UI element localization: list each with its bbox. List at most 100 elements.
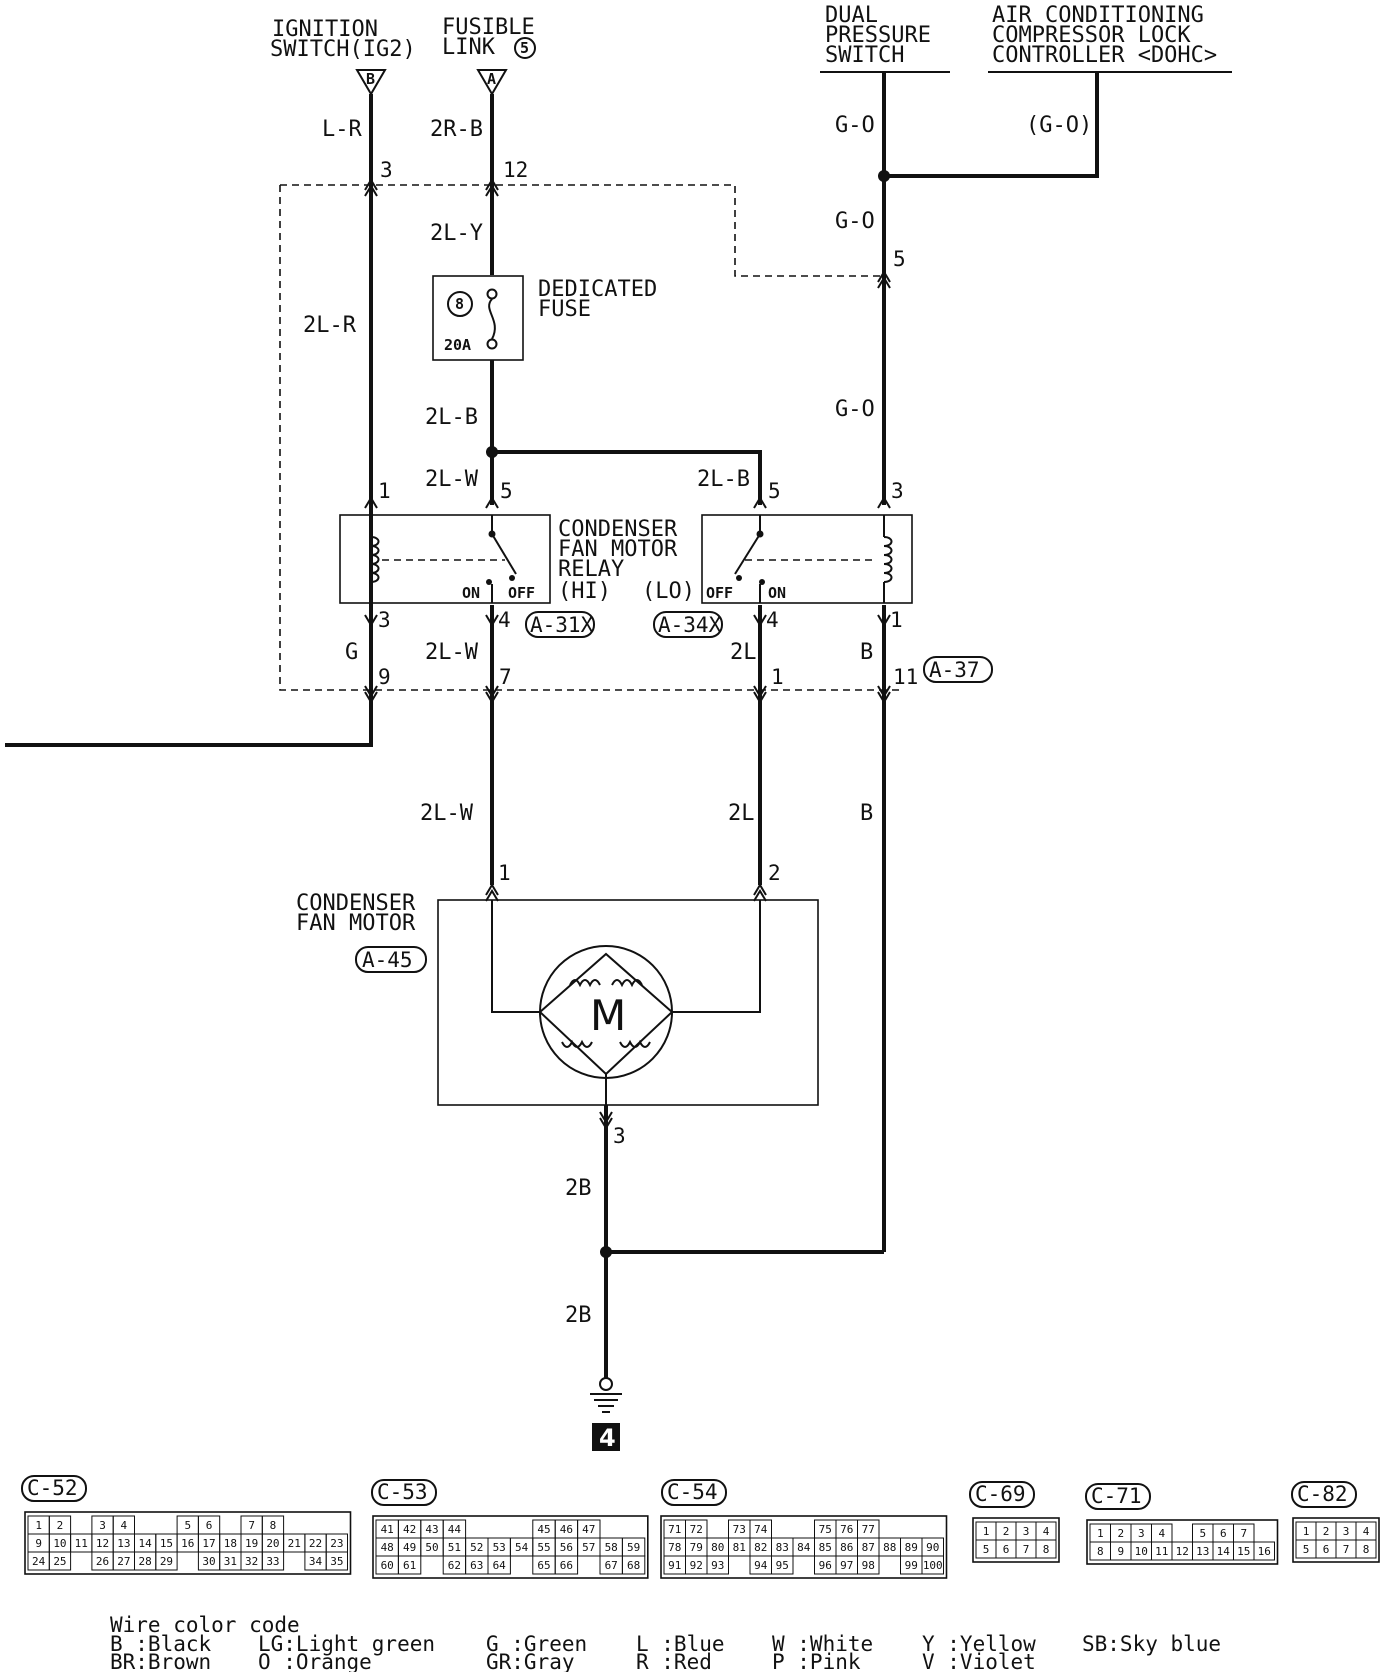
connector-pin-number: 15 [160,1537,173,1550]
connector-pin-number: 1 [35,1519,42,1532]
connector-pin-number: 25 [53,1555,66,1568]
connector-pin-number: 8 [1043,1543,1050,1556]
ignition-tag: B [366,70,375,88]
legend-yellow: Y :Yellow [922,1632,1036,1656]
fusible-number: 5 [520,39,529,57]
connector-pin-number: 67 [605,1559,618,1572]
connector-id: C-71 [1091,1484,1142,1508]
connector-pin-number: 4 [1363,1525,1370,1538]
connector-pin-number: 5 [1303,1543,1310,1556]
connector-pin-number: 44 [448,1523,462,1536]
dedicated-fuse: 8 20A DEDICATED FUSE [432,275,657,361]
legend-light-green: LG:Light green [258,1632,435,1656]
connector-pin-number: 77 [862,1523,875,1536]
ignition-switch-source: IGNITION SWITCH(IG2) B [270,17,416,96]
relay-lo-on: ON [768,584,786,602]
motor-box [437,899,819,1106]
connector-pin-number: 98 [862,1559,875,1572]
connector-pin-number: 76 [840,1523,853,1536]
junction-conn-badge [923,656,993,683]
connector-badge [21,1475,87,1502]
connector-pin-number: 3 [99,1519,106,1532]
connector-pin-number: 12 [1176,1545,1189,1558]
connector-badge [371,1479,437,1506]
connector-pin-number: 21 [288,1537,301,1550]
motor-label-1: CONDENSER [296,891,416,916]
connector-pin-number: 100 [923,1559,943,1572]
connector-pin-number: 45 [537,1523,550,1536]
legend-title: Wire color code [110,1613,300,1637]
legend-pink: P :Pink [772,1650,861,1672]
connector-pin-number: 79 [690,1541,703,1554]
connector-pin-number: 11 [75,1537,88,1550]
connector-pin-number: 5 [1199,1527,1206,1540]
connector-pin-number: 34 [309,1555,323,1568]
relay-lo-coil [883,536,893,583]
junction-dot-fuse [486,446,498,458]
wire-label-2lr: 2L-R [303,313,357,338]
legend-orange: O :Orange [258,1650,372,1672]
junction-dot-ground [600,1246,612,1258]
connector-pin-number: 26 [96,1555,109,1568]
connector-pin-cell [325,1551,349,1571]
relay-hi-switch-arm [491,533,517,575]
connector-pin-number: 15 [1237,1545,1250,1558]
connector-pin-number: 7 [1343,1543,1350,1556]
connector-pin-number: 85 [819,1541,832,1554]
connector-pin-cell [1253,1541,1275,1561]
junction-block-outline-top [280,184,880,277]
connector-pin-cell [48,1551,72,1571]
fuse-label-1: DEDICATED [538,277,657,302]
fusible-terminal-triangle [476,69,508,96]
relay-lo-off: OFF [706,584,733,602]
connector-pin-number: 94 [754,1559,768,1572]
wire-color-legend: Wire color code B :Black BR:Brown LG:Lig… [110,1613,1221,1672]
connector-pin-number: 57 [582,1541,595,1554]
pin-9: 9 [378,665,391,689]
connector-pin-number: 91 [668,1559,681,1572]
connector-pin-number: 88 [883,1541,896,1554]
connector-pin-number: 54 [515,1541,529,1554]
pin-5-go: 5 [893,247,906,271]
fusible-label-2: LINK [442,35,496,60]
connector-pin-number: 58 [605,1541,618,1554]
connector-pin-cell [397,1555,422,1575]
connector-pin-number: 43 [425,1523,438,1536]
connector-pin-number: 9 [35,1537,42,1550]
condenser-fan-motor: CONDENSER FAN MOTOR A-45 M [296,891,819,1106]
connector-pin-number: 5 [184,1519,191,1532]
junction-block-outline-bottom [279,185,880,691]
connector-pin-number: 4 [1043,1525,1050,1538]
ac-label-3: CONTROLLER <DOHC> [992,43,1217,68]
motor-symbol: M [590,991,626,1040]
fuse-box [432,275,524,361]
connector-pin-number: 65 [537,1559,550,1572]
legend-sky-blue: SB:Sky blue [1082,1632,1221,1656]
ac-controller-source: AIR CONDITIONING COMPRESSOR LOCK CONTROL… [988,3,1232,73]
dual-pressure-switch-source: DUAL PRESSURE SWITCH [820,3,950,73]
fuse-label-2: FUSE [538,297,591,322]
connector-pin-number: 3 [1138,1527,1145,1540]
dual-label-1: DUAL [825,3,878,28]
connector-pin-number: 16 [1258,1545,1271,1558]
connector-pin-number: 13 [117,1537,130,1550]
connector-pin-number: 20 [266,1537,279,1550]
connector-pin-number: 8 [1097,1545,1104,1558]
wire-lo-relay-in [492,450,762,505]
connector-frame [660,1515,948,1579]
connector-pin-number: 56 [560,1541,573,1554]
pin-1-lo: 1 [890,608,903,632]
connector-pin-number: 73 [733,1523,746,1536]
connector-pin-number: 8 [1363,1543,1370,1556]
connector-pin-number: 2 [1323,1525,1330,1538]
relay-labels: CONDENSER FAN MOTOR RELAY (HI) (LO) A-31… [525,517,993,683]
connector-pin-number: 74 [754,1523,768,1536]
motor-conn-badge [355,946,427,973]
motor-pin-3: 3 [613,1124,626,1148]
ground-number-box [592,1423,620,1451]
